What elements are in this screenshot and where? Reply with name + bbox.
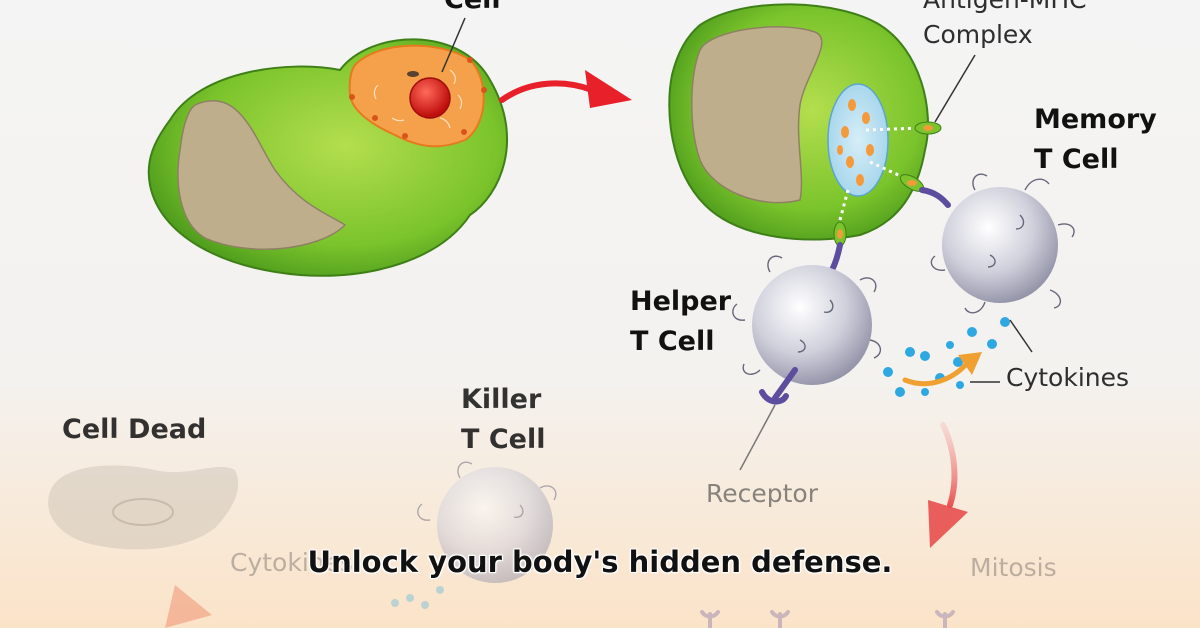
- label-killer: Killer: [461, 384, 542, 415]
- caption: Unlock your body's hidden defense.: [307, 545, 893, 579]
- label-infected-cell: Cell: [444, 0, 501, 20]
- antigen-presenting-cell: [668, 3, 976, 247]
- killer-t-cell: [417, 461, 557, 583]
- label-killer-t-cell: T Cell: [461, 424, 546, 455]
- virus: [409, 77, 451, 119]
- label-antigen-mhc: Antigen-MHC: [923, 0, 1087, 20]
- cytokine-particles: [883, 317, 1010, 397]
- mhc-complexes: [833, 121, 942, 247]
- label-mitosis: Mitosis: [970, 553, 1057, 582]
- cytokine-arrow: [902, 359, 971, 387]
- label-cytokines-faded: Cytokines: [230, 548, 354, 577]
- label-complex: Complex: [923, 20, 1033, 49]
- receptor-leader-line: [739, 404, 776, 471]
- nucleus: [691, 26, 823, 204]
- label-receptor: Receptor: [706, 479, 818, 508]
- label-memory-t-cell: T Cell: [1034, 144, 1119, 175]
- label-helper-t-cell: T Cell: [630, 326, 715, 357]
- helper-t-cell: [732, 242, 881, 471]
- label-cytokines: Cytokines: [1006, 363, 1130, 392]
- dead-cell: [48, 465, 239, 550]
- memory-leader-line: [1009, 319, 1033, 353]
- infected-cell: [147, 17, 508, 277]
- receptor: [759, 367, 798, 405]
- nucleus: [177, 100, 347, 251]
- label-cell-dead: Cell Dead: [62, 414, 207, 445]
- faded-bottom-elements: [165, 585, 955, 628]
- red-arrow: [499, 70, 632, 108]
- antigen-leader-line: [934, 54, 976, 123]
- label-memory: Memory: [1034, 104, 1157, 135]
- memory-t-cell: [919, 173, 1075, 314]
- antigen-vacuole: [827, 83, 889, 197]
- cell-leader-line: [441, 17, 466, 73]
- mitosis-arrow: [928, 422, 968, 548]
- label-helper: Helper: [630, 286, 732, 317]
